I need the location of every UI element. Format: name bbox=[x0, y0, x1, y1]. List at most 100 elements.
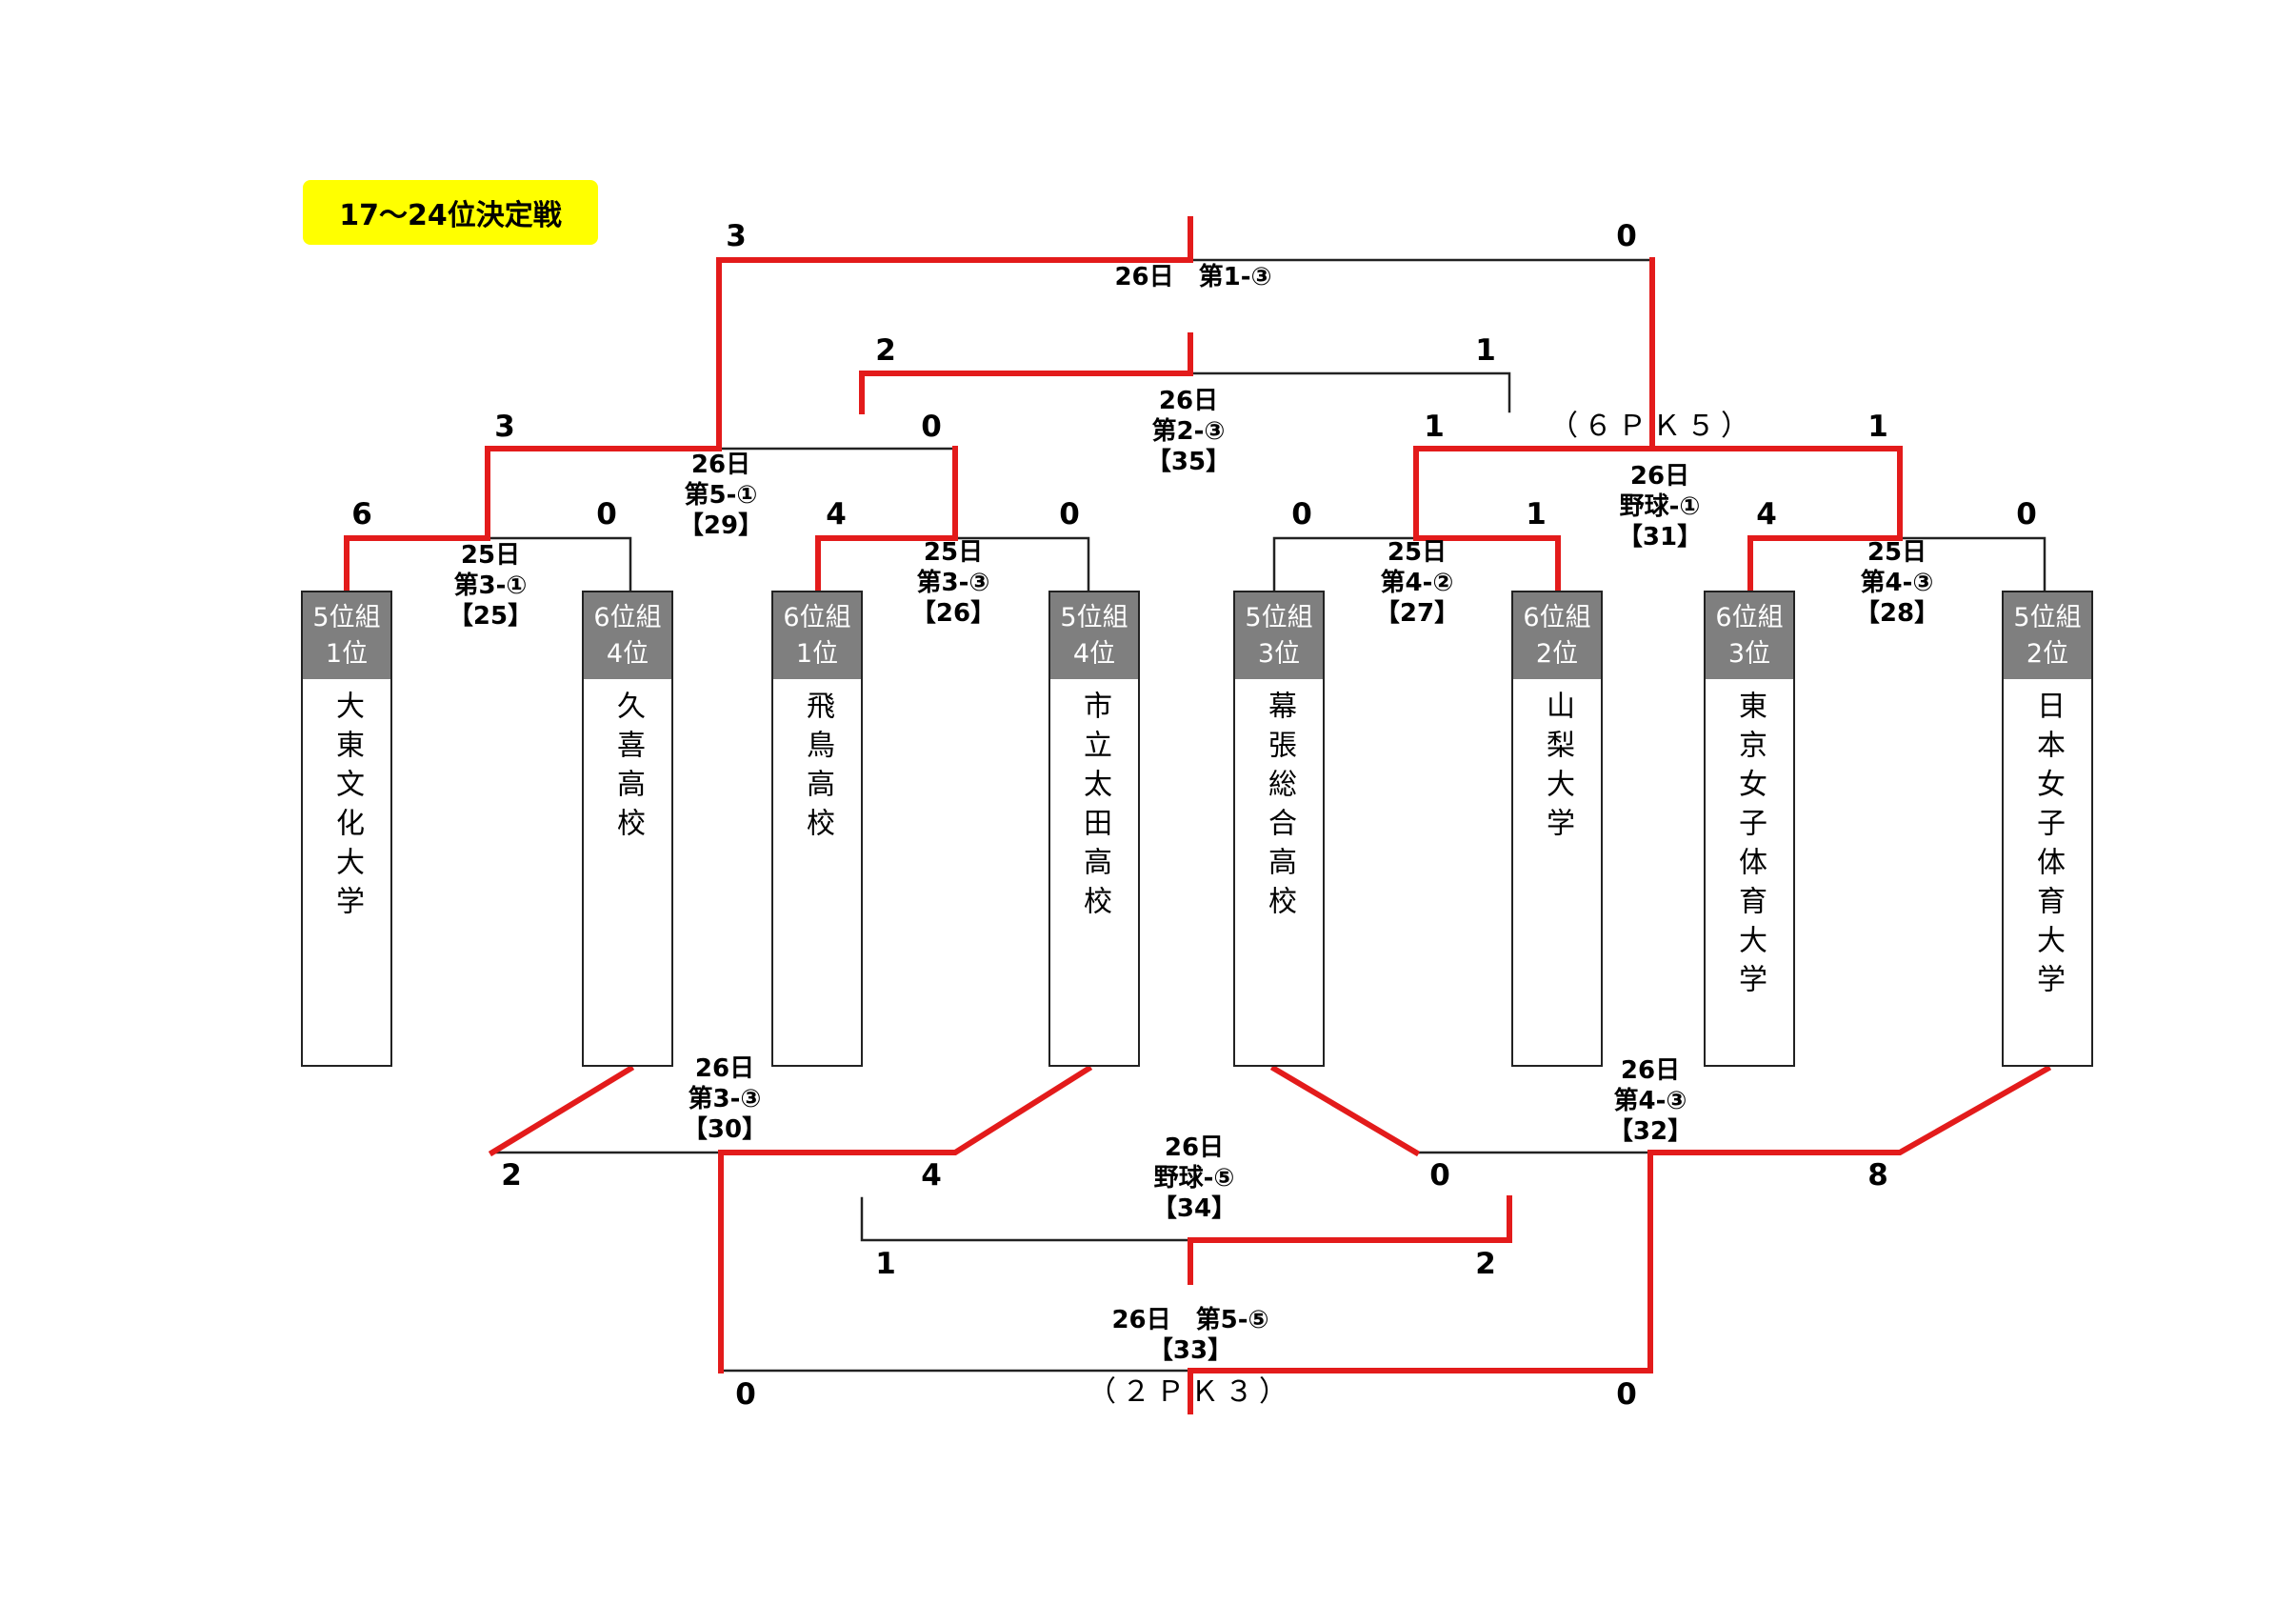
match-slot: 第4-③ bbox=[1613, 1087, 1687, 1115]
m31-pk: （６ＰＫ５） bbox=[1549, 410, 1755, 443]
match-number: 【31】 bbox=[1617, 523, 1703, 551]
team-name: 山梨大学 bbox=[1541, 691, 1574, 847]
seed-rank: 4位 bbox=[1072, 638, 1116, 669]
title-badge: 17～24位決定戦 bbox=[303, 180, 598, 245]
match-number: 【30】 bbox=[682, 1115, 768, 1144]
m32-label: 26日 第4-③ 【32】 bbox=[1555, 1055, 1746, 1147]
match-number: 【32】 bbox=[1607, 1117, 1693, 1146]
match-day: 26日 bbox=[1158, 387, 1219, 415]
m32-line-winner bbox=[1647, 1064, 2052, 1155]
team-name: 飛鳥高校 bbox=[801, 691, 834, 847]
team-seed: 5位組 3位 bbox=[1235, 592, 1323, 679]
m26-score-left: 4 bbox=[826, 497, 847, 531]
match-number: 【27】 bbox=[1374, 599, 1460, 628]
match-day: 26日 bbox=[690, 451, 751, 479]
m33-pk: （２ＰＫ３） bbox=[1088, 1375, 1293, 1409]
m25-line-loser bbox=[486, 536, 632, 592]
red-diagonals bbox=[488, 1064, 1421, 1157]
m34-score-left: 1 bbox=[875, 1247, 896, 1281]
m31-label: 26日 野球-① 【31】 bbox=[1565, 461, 1755, 552]
match-number: 【35】 bbox=[1146, 448, 1231, 476]
team-name: 東京女子体育大学 bbox=[1733, 691, 1767, 1003]
m26-line-winner bbox=[815, 446, 958, 593]
m35-line-winner bbox=[859, 332, 1193, 414]
m25-line-winner bbox=[344, 446, 490, 593]
seed-rank: 2位 bbox=[1535, 638, 1579, 669]
match-slot: 第5-① bbox=[684, 481, 758, 510]
seed-rank: 4位 bbox=[606, 638, 649, 669]
team-name: 久喜高校 bbox=[611, 691, 645, 847]
m26-score-right: 0 bbox=[1059, 497, 1080, 531]
m35-line-loser bbox=[1188, 371, 1511, 413]
match-number: 【26】 bbox=[910, 599, 996, 628]
team-box-3: 6位組 1位 飛鳥高校 bbox=[771, 591, 863, 1067]
match-number: 【25】 bbox=[448, 602, 533, 631]
m32-score-left: 0 bbox=[1429, 1158, 1450, 1193]
m30-left-red bbox=[488, 1064, 635, 1157]
team-seed: 6位組 3位 bbox=[1706, 592, 1793, 679]
team-seed: 6位組 4位 bbox=[584, 592, 671, 679]
m35-score-left: 2 bbox=[875, 333, 896, 368]
m1-line-winner bbox=[716, 216, 1193, 263]
match-day: 26日 bbox=[1164, 1133, 1225, 1162]
team-box-1: 5位組 1位 大東文化大学 bbox=[301, 591, 392, 1067]
team-box-2: 6位組 4位 久喜高校 bbox=[582, 591, 673, 1067]
m29-score-left: 3 bbox=[494, 410, 515, 444]
m33-score-right: 0 bbox=[1616, 1377, 1637, 1412]
seed-group: 6位組 bbox=[1523, 602, 1591, 632]
team-seed: 6位組 1位 bbox=[773, 592, 861, 679]
m28-score-right: 0 bbox=[2016, 497, 2037, 531]
m29-line-winner bbox=[485, 257, 722, 451]
seed-group: 6位組 bbox=[1715, 602, 1784, 632]
m27-score-left: 0 bbox=[1291, 497, 1312, 531]
match-number: 【28】 bbox=[1854, 599, 1940, 628]
m25-label: 25日 第3-① 【25】 bbox=[395, 540, 586, 632]
match-day: 25日 bbox=[923, 538, 984, 567]
seed-group: 5位組 bbox=[312, 602, 381, 632]
match-slot: 第2-③ bbox=[1151, 417, 1226, 446]
m34-label: 26日 野球-⑤ 【34】 bbox=[1099, 1133, 1289, 1224]
m33-line-winner bbox=[1188, 1150, 1653, 1414]
match-number: 【29】 bbox=[678, 511, 764, 540]
m33-label: 26日 第5-⑤ 【33】 bbox=[1067, 1305, 1314, 1366]
match-label: 26日 第5-⑤ bbox=[1111, 1306, 1269, 1334]
match-day: 25日 bbox=[1867, 538, 1927, 567]
m26-label: 25日 第3-③ 【26】 bbox=[858, 537, 1048, 629]
m27-label: 25日 第4-② 【27】 bbox=[1322, 537, 1512, 629]
team-seed: 6位組 2位 bbox=[1513, 592, 1601, 679]
seed-group: 6位組 bbox=[593, 602, 662, 632]
m26-line-loser bbox=[951, 536, 1090, 592]
team-name: 幕張総合高校 bbox=[1263, 691, 1296, 925]
seed-rank: 1位 bbox=[795, 638, 839, 669]
match-slot: 野球-⑤ bbox=[1153, 1164, 1235, 1193]
team-box-4: 5位組 4位 市立太田高校 bbox=[1048, 591, 1140, 1067]
team-seed: 5位組 2位 bbox=[2004, 592, 2091, 679]
m1-label: 26日 第1-③ bbox=[1069, 262, 1317, 292]
m25-score-right: 0 bbox=[596, 497, 617, 531]
seed-group: 5位組 bbox=[1245, 602, 1313, 632]
match-day: 26日 bbox=[1629, 462, 1690, 491]
match-day: 25日 bbox=[460, 541, 521, 570]
m30-label: 26日 第3-③ 【30】 bbox=[629, 1053, 820, 1145]
team-box-7: 6位組 3位 東京女子体育大学 bbox=[1704, 591, 1795, 1067]
match-slot: 第3-③ bbox=[688, 1085, 762, 1113]
m27-line-winner bbox=[1413, 535, 1561, 593]
match-day: 26日 bbox=[694, 1054, 755, 1083]
m31-score-right: 1 bbox=[1867, 410, 1888, 444]
match-label: 26日 第1-③ bbox=[1114, 263, 1272, 291]
match-slot: 野球-① bbox=[1619, 492, 1701, 521]
team-box-8: 5位組 2位 日本女子体育大学 bbox=[2002, 591, 2093, 1067]
m28-score-left: 4 bbox=[1756, 497, 1777, 531]
m30-line-winner bbox=[718, 1064, 1093, 1155]
m32-score-right: 8 bbox=[1867, 1158, 1888, 1193]
m1-score-right: 0 bbox=[1616, 219, 1637, 253]
seed-rank: 3位 bbox=[1727, 638, 1771, 669]
m34-line-loser bbox=[860, 1196, 1192, 1242]
m31-score-left: 1 bbox=[1424, 410, 1445, 444]
m35-score-right: 1 bbox=[1475, 333, 1496, 368]
seed-rank: 2位 bbox=[2026, 638, 2069, 669]
team-name: 大東文化大学 bbox=[330, 691, 364, 925]
m31-line-winner bbox=[1413, 446, 1903, 541]
match-slot: 第4-③ bbox=[1860, 569, 1934, 597]
